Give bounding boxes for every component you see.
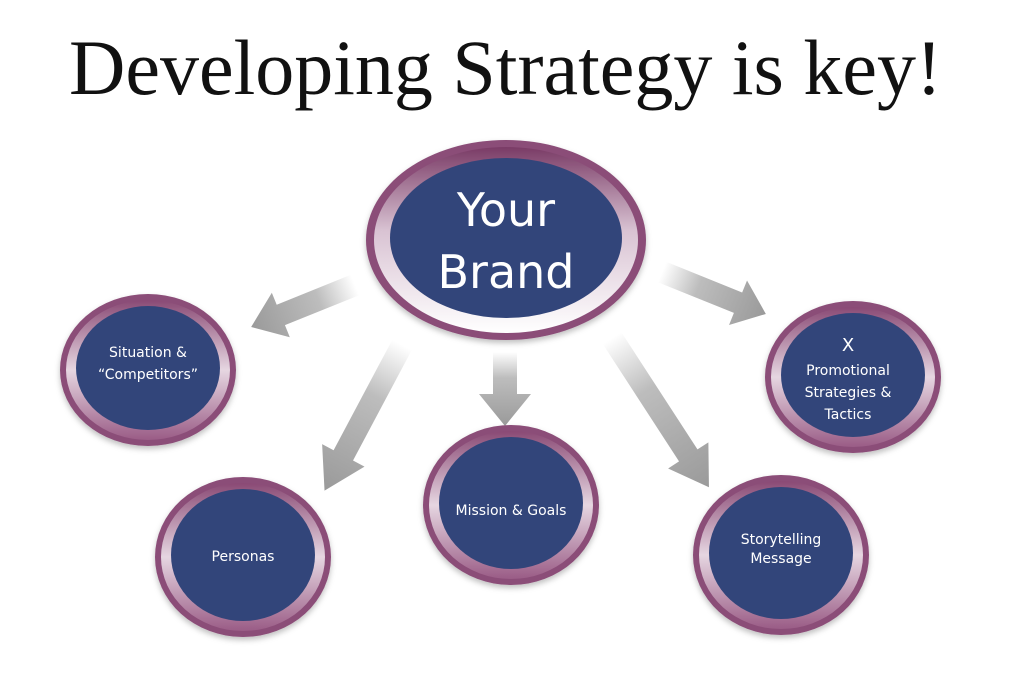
node-storytelling-label-line-1: Storytelling [741,532,822,548]
center-node-your-brand: Your Brand [366,140,646,340]
node-promotional-label-line-1: X [842,335,854,356]
page-title: Developing Strategy is key! [69,24,942,111]
node-storytelling-message: Storytelling Message [693,475,869,635]
center-node-label-line-1: Your [456,183,555,237]
node-promotional-label-line-4: Tactics [824,407,872,423]
node-personas-label: Personas [212,549,275,565]
node-situation-label-line-1: Situation & [109,345,187,361]
arrow-to-mission [479,352,531,426]
center-node-label-line-2: Brand [437,245,574,299]
arrow-to-situation [251,274,360,338]
node-promotional-strategies: X Promotional Strategies & Tactics [765,301,941,453]
node-personas: Personas [155,477,331,637]
node-mission-label: Mission & Goals [456,503,567,519]
arrows [251,261,766,491]
arrow-to-storytelling [602,332,709,488]
arrow-to-personas [322,339,412,491]
arrow-to-promotional [657,261,766,325]
node-situation-label-line-2: “Competitors” [98,367,198,383]
node-mission-goals: Mission & Goals [423,425,599,585]
node-situation-competitors: Situation & “Competitors” [60,294,236,446]
node-storytelling-label-line-2: Message [750,551,811,567]
node-promotional-label-line-2: Promotional [806,363,890,379]
node-promotional-label-line-3: Strategies & [805,385,892,401]
